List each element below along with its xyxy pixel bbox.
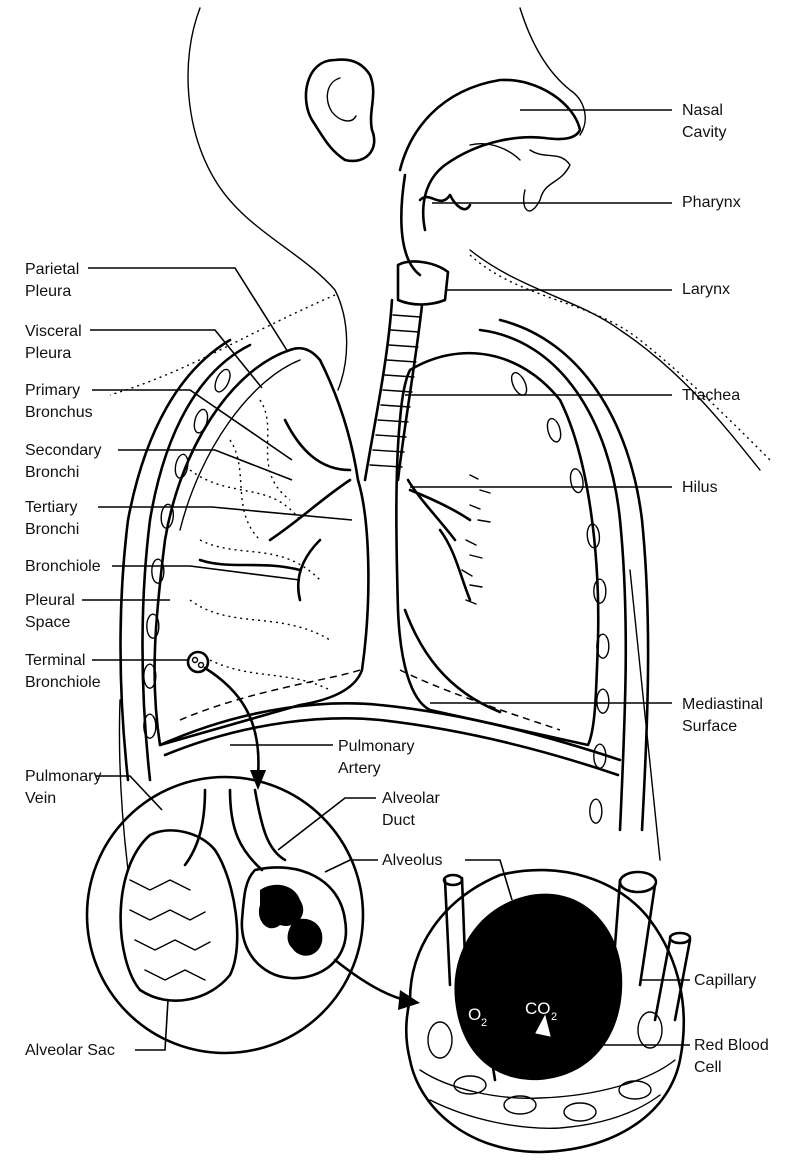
label-tertiary-bronchi: Tertiary Bronchi [25,499,80,538]
leader-lines [82,109,690,1051]
larynx-shape [396,260,450,306]
trachea-rings [363,298,424,482]
leader-alveolus-left [324,859,378,873]
label-parietal-pleura: Parietal Pleura [25,261,80,300]
diaphragm [158,669,622,777]
carbon-dioxide-symbol: CO [525,999,551,1018]
label-larynx: Larynx [682,281,731,298]
leader-tertiary-bronchi [98,506,353,521]
alveolar-sac-magnification [85,775,365,1055]
leader-alveolar-sac [135,999,169,1051]
label-alveolus: Alveolus [382,852,443,869]
alveolus-detail: O 2 CO 2 [404,868,692,1154]
label-pulmonary-vein: Pulmonary Vein [25,768,102,807]
leader-bronchiole [112,565,301,581]
label-bronchiole: Bronchiole [25,558,101,575]
body-outline [109,7,771,871]
label-pharynx: Pharynx [682,194,741,211]
oxygen-subscript: 2 [481,1017,487,1029]
oxygen-symbol: O [468,1005,481,1024]
label-terminal-bronchiole: Terminal Bronchiole [25,652,101,691]
label-pulmonary-artery: Pulmonary Artery [338,738,415,777]
ribs [119,318,650,832]
label-red-blood-cell: Red Blood Cell [694,1037,769,1076]
left-lung-illustration [153,346,370,747]
label-mediastinal-surface: Mediastinal Surface [682,696,763,735]
label-alveolar-duct: Alveolar Duct [382,790,440,829]
label-pleural-space: Pleural Space [25,592,75,631]
leader-pulmonary-vein [96,775,163,811]
label-capillary: Capillary [694,972,757,989]
terminal-bronchiole-marker [186,650,266,790]
right-lung-illustration [395,351,600,747]
leader-primary-bronchus [92,389,293,461]
label-secondary-bronchi: Secondary Bronchi [25,442,102,481]
ear [304,58,376,163]
nasal-pharynx [398,78,582,277]
leader-alveolus-right [465,859,513,901]
label-alveolar-sac: Alveolar Sac [25,1042,115,1059]
label-hilus: Hilus [682,479,718,496]
arrow-to-alveolus [333,958,420,1010]
leader-parietal-pleura [88,267,289,353]
label-trachea: Trachea [682,387,741,404]
label-primary-bronchus: Primary Bronchus [25,382,93,421]
label-visceral-pleura: Visceral Pleura [25,323,82,362]
leader-visceral-pleura [90,329,263,389]
leader-secondary-bronchi [118,449,293,481]
leader-alveolar-duct [277,797,376,851]
carbon-dioxide-subscript: 2 [551,1011,557,1023]
label-nasal-cavity: Nasal Cavity [682,102,727,141]
